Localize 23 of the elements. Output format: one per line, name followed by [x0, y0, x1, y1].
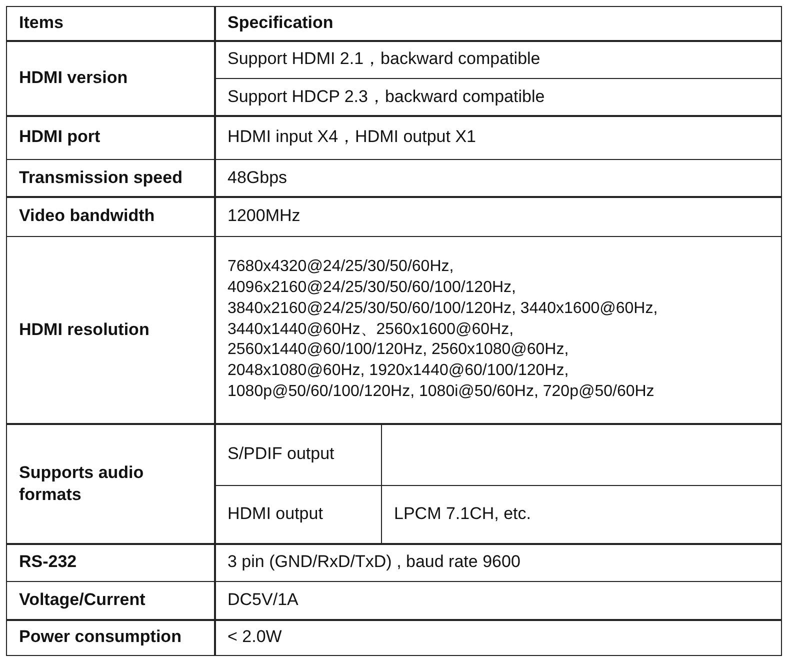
row-heading: Power consumption [7, 620, 214, 654]
spec-value: S/PDIF output [216, 424, 380, 484]
spec-value: Support HDCP 2.3，backward compatible [216, 79, 781, 115]
spec-value: LPCM 7.1CH, etc. [382, 486, 781, 543]
row-heading: HDMI version [7, 42, 214, 115]
column-heading: Items [7, 7, 214, 40]
spec-value: HDMI input X4，HDMI output X1 [216, 116, 781, 158]
spec-value: 3 pin (GND/RxD/TxD) , baud rate 9600 [216, 544, 781, 580]
spec-value: Support HDMI 2.1，backward compatible [216, 42, 781, 78]
spec-value: HDMI output [216, 486, 380, 543]
spec-value: 7680x4320@24/25/30/50/60Hz, 4096x2160@24/25/30/50/60/100/120Hz, 3840x2160@24/25/30/50/60/100/120Hz, 3440x1600@60Hz, 3440x1440@60Hz、2560x1600@60Hz, 2560x1440@60/100/120Hz, 2560x1080@60Hz, 2048x1080@60Hz, 1920x1440@60/100/120Hz, 1080p@50/60/100/120Hz, 1080i@50/60Hz, 720p@50/60Hz [216, 237, 781, 423]
row-heading: Supports audio formats [7, 424, 214, 543]
row-heading: RS-232 [7, 544, 214, 580]
row-heading: HDMI port [7, 116, 214, 158]
row-heading: Transmission speed [7, 160, 214, 196]
spec-value: 48Gbps [216, 160, 781, 196]
row-heading: HDMI resolution [7, 237, 214, 423]
spec-value: DC5V/1A [216, 582, 781, 619]
row-heading: Voltage/Current [7, 582, 214, 619]
spec-value: < 2.0W [216, 620, 781, 654]
row-heading: Video bandwidth [7, 198, 214, 236]
column-heading: Specification [216, 7, 781, 40]
spec-value: 1200MHz [216, 198, 781, 236]
